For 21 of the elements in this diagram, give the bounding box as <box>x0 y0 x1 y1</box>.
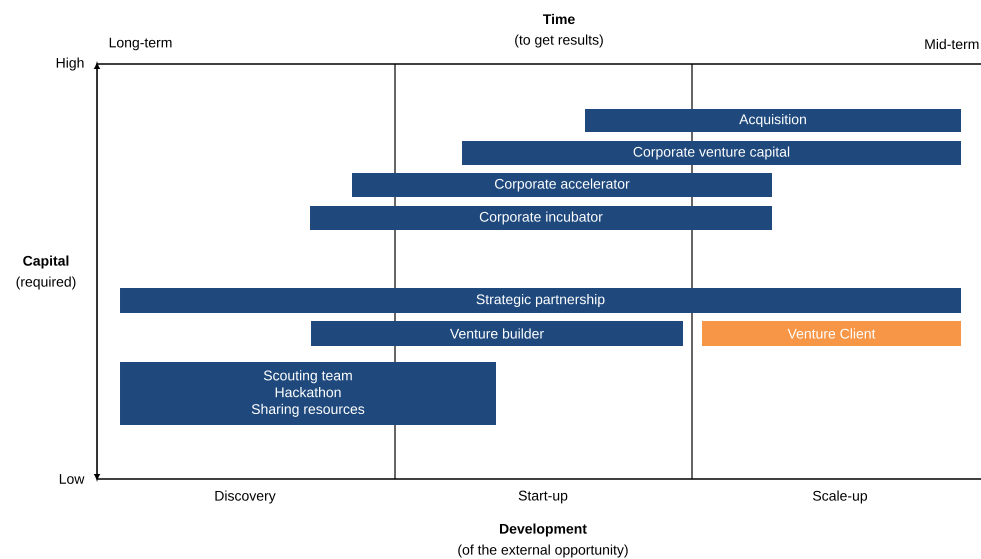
axis-label: Start-up <box>518 490 568 504</box>
axis-label: Long-term <box>110 38 172 50</box>
axis-label: (required) <box>16 276 76 290</box>
bar: Venture builder <box>311 321 683 346</box>
bar: Corporate accelerator <box>352 173 772 197</box>
bar: Strategic partnership <box>120 288 961 313</box>
axis-label: Scale-up <box>813 490 868 504</box>
axis-label: (of the external opportunity) <box>458 544 628 558</box>
bar: Venture Client <box>702 321 961 346</box>
axis-label: High <box>56 57 84 71</box>
axis-label: Time <box>542 14 575 24</box>
axis-label: (to get results) <box>515 34 603 48</box>
bar: Corporate venture capital <box>462 141 961 165</box>
axis-label: Discovery <box>215 490 276 504</box>
axis-label: Capital <box>23 255 68 269</box>
bar: Scouting team Hackathon Sharing resources <box>120 362 496 425</box>
axis-label: Development <box>500 523 587 537</box>
bar: Acquisition <box>585 109 961 132</box>
bar: Corporate incubator <box>310 206 772 230</box>
axis-label: Mid-term <box>925 38 978 50</box>
axis-label: Low <box>60 474 84 484</box>
